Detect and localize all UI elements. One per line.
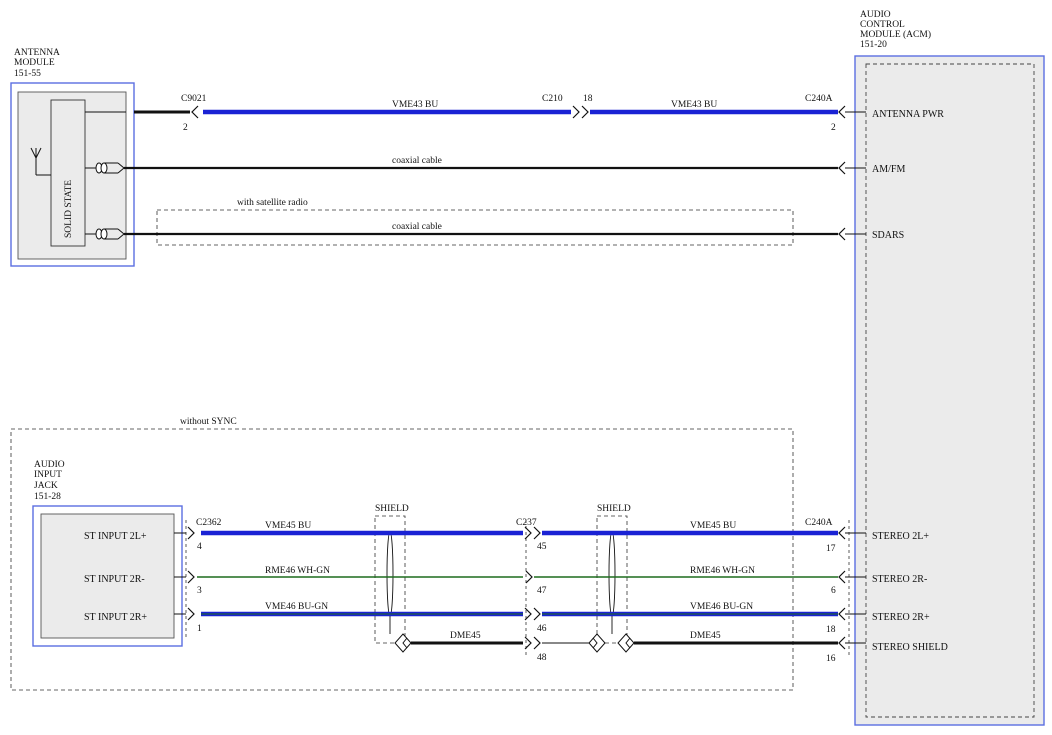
pin-c2362-2rm: 3 [197,586,202,596]
wire-vme43: C9021 2 VME43 BU C210 18 VME43 BU C240A … [134,94,866,133]
acm-pin-antenna-pwr: ANTENNA PWR [872,109,944,120]
antenna-title-1: ANTENNA [14,48,60,58]
acm-pin-sdars: SDARS [872,230,904,241]
acm-module: AUDIO CONTROL MODULE (ACM) 151-20 ANTENN… [854,10,1045,726]
antenna-icon [30,147,51,176]
acm-pin-stereo-2r-minus: STEREO 2R- [872,574,927,585]
zone-without-sync [10,428,794,691]
pin-c240a-2l: 17 [826,544,836,554]
jack-title-4: 151-28 [34,492,61,502]
connector-c2362: C2362 [196,518,222,528]
circuit-coax-2: coaxial cable [392,222,442,232]
acm-title-3: MODULE (ACM) [860,29,931,40]
pin-c240a-2rm: 6 [831,586,836,596]
circuit-vme43-b: VME43 BU [671,100,717,110]
antenna-title-2: MODULE [14,58,55,68]
pin-c9021: 2 [183,123,188,133]
wire-vme45: VME45 BU VME45 BU 4 45 17 [174,521,866,554]
shield-2-label: SHIELD [597,504,631,514]
wire-dme45: DME45 DME45 48 16 [411,631,866,664]
shield-1: SHIELD [374,504,412,653]
pin-c2362-2rp: 1 [197,624,202,634]
connector-c237: C237 [516,518,537,528]
jack-title-3: JACK [34,481,58,491]
circuit-vme45-b: VME45 BU [690,521,736,531]
acm-title-4: 151-20 [860,40,887,50]
jack-pin-2r-plus: ST INPUT 2R+ [84,612,147,623]
antenna-title-3: 151-55 [14,69,41,79]
wire-vme46: VME46 BU-GN VME46 BU-GN 1 46 18 [174,602,866,635]
solid-state-label: SOLID STATE [64,180,74,238]
acm-pin-stereo-2r-plus: STEREO 2R+ [872,612,930,623]
pin-c210: 18 [583,94,593,104]
shield-2: SHIELD [588,504,635,653]
antenna-module: ANTENNA MODULE 151-55 SOLID STATE [10,48,135,267]
jack-pin-2l-plus: ST INPUT 2L+ [84,531,147,542]
acm-pin-amfm: AM/FM [872,164,905,175]
circuit-dme45-a: DME45 [450,631,481,641]
connector-c240a-top: C240A [805,94,833,104]
jack-pin-2r-minus: ST INPUT 2R- [84,574,145,585]
wire-coax-sdars: coaxial cable [124,222,866,241]
acm-pin-stereo-2l-plus: STEREO 2L+ [872,531,929,542]
circuit-rme46-a: RME46 WH-GN [265,566,330,576]
circuit-rme46-b: RME46 WH-GN [690,566,755,576]
pin-c237-2rp: 46 [537,624,547,634]
acm-title-2: CONTROL [860,20,905,30]
circuit-coax-1: coaxial cable [392,156,442,166]
acm-pin-stereo-shield: STEREO SHIELD [872,642,948,653]
zone-satellite-label: with satellite radio [237,198,308,208]
pin-c240a-pwr: 2 [831,123,836,133]
audio-input-jack: AUDIO INPUT JACK 151-28 ST INPUT 2L+ ST … [32,460,183,647]
connector-c240a-bottom: C240A [805,518,833,528]
circuit-vme43-a: VME43 BU [392,100,438,110]
pin-c237-2l: 45 [537,542,547,552]
wire-coax-amfm: coaxial cable [124,156,866,175]
jack-title-1: AUDIO [34,460,65,470]
circuit-vme46-a: VME46 BU-GN [265,602,328,612]
zone-satellite-radio [156,209,794,246]
wire-rme46: RME46 WH-GN RME46 WH-GN 3 47 6 [174,566,866,596]
pin-c240a-2rp: 18 [826,625,836,635]
circuit-vme46-b: VME46 BU-GN [690,602,753,612]
acm-title-1: AUDIO [860,10,891,20]
pin-c237-sh: 48 [537,653,547,663]
connector-c9021: C9021 [181,94,207,104]
pin-c237-2rm: 47 [537,586,547,596]
circuit-dme45-b: DME45 [690,631,721,641]
zone-without-sync-label: without SYNC [180,417,237,427]
shield-1-label: SHIELD [375,504,409,514]
coax-jack-icon [85,162,125,174]
pin-c240a-sh: 16 [826,654,836,664]
circuit-vme45-a: VME45 BU [265,521,311,531]
connector-c210: C210 [542,94,563,104]
pin-c2362-2l: 4 [197,542,202,552]
coax-jack-icon [85,228,125,240]
jack-title-2: INPUT [34,470,62,480]
